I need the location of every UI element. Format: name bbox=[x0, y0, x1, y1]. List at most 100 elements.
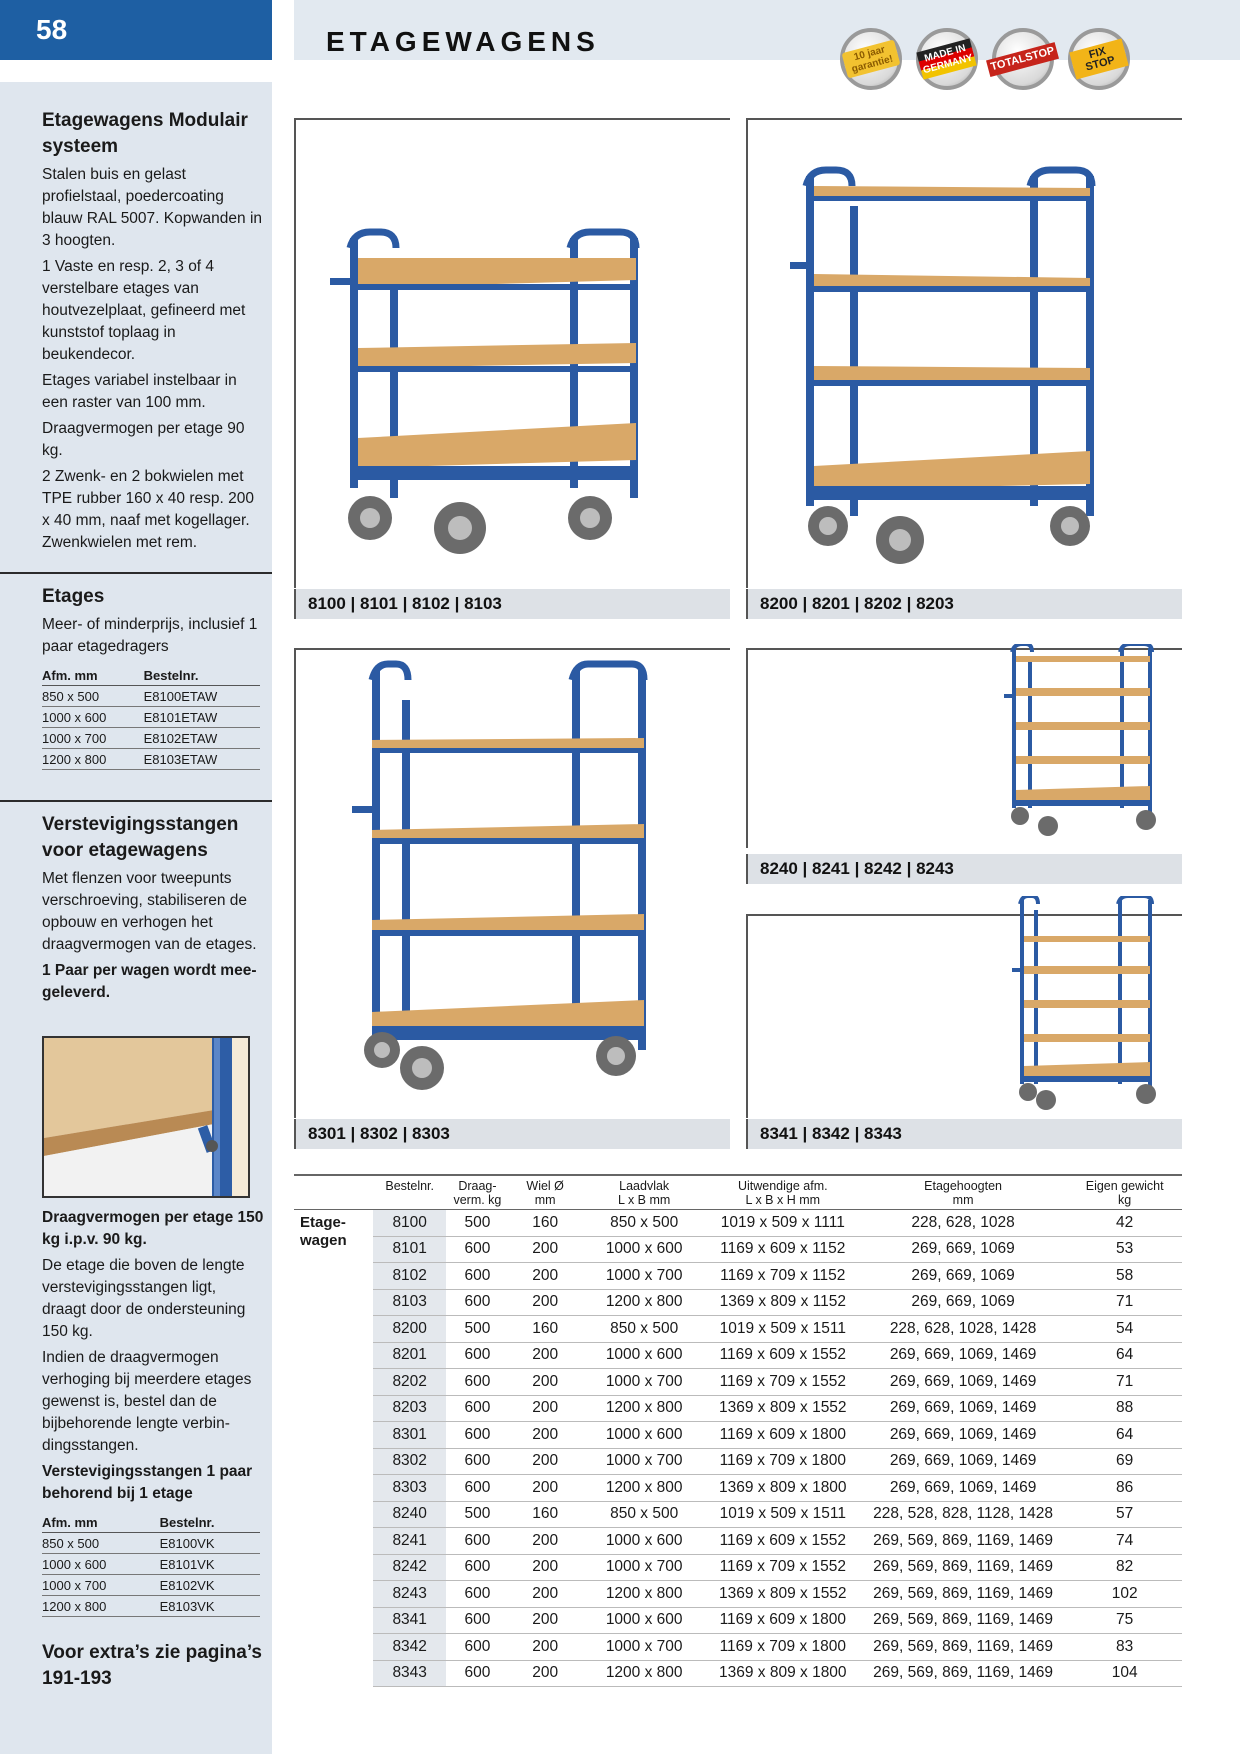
table-cell: 1169 x 709 x 1152 bbox=[706, 1262, 859, 1290]
cart-4-shelf-tall-image bbox=[352, 660, 648, 1090]
table-cell: 1000 x 700 bbox=[581, 1262, 707, 1290]
table-cell: 600 bbox=[446, 1262, 509, 1290]
table-cell: 1000 x 700 bbox=[581, 1368, 707, 1396]
table-cell: 71 bbox=[1067, 1368, 1182, 1396]
table-cell: 200 bbox=[508, 1633, 582, 1661]
table-cell: 1019 x 509 x 1511 bbox=[706, 1315, 859, 1343]
table-cell: 600 bbox=[446, 1554, 509, 1581]
table-cell: 269, 669, 1069, 1469 bbox=[858, 1395, 1068, 1422]
badge-row: 10 jaar garantie! MADE IN GERMANY TOTALS… bbox=[840, 28, 1130, 90]
table-cell: 269, 669, 1069, 1469 bbox=[858, 1421, 1068, 1449]
etages-section: Etages Meer- of minderprijs, inclusief 1… bbox=[42, 584, 264, 770]
table-cell: 200 bbox=[508, 1289, 582, 1316]
order-number-cell: 8241 bbox=[373, 1527, 447, 1555]
table-cell: 200 bbox=[508, 1554, 582, 1581]
table-cell: 1000 x 700 bbox=[581, 1554, 707, 1581]
table-cell: 228, 628, 1028, 1428 bbox=[858, 1315, 1068, 1343]
table-cell: 42 bbox=[1067, 1209, 1182, 1237]
table-cell: 269, 569, 869, 1169, 1469 bbox=[858, 1633, 1068, 1661]
table-cell: 269, 569, 869, 1169, 1469 bbox=[858, 1580, 1068, 1608]
total-stop-badge-icon: TOTALSTOP bbox=[986, 28, 1060, 90]
table-cell: 1169 x 709 x 1552 bbox=[706, 1554, 859, 1581]
table-cell: 269, 669, 1069, 1469 bbox=[858, 1474, 1068, 1502]
table-cell: 200 bbox=[508, 1262, 582, 1290]
intro-heading: Etagewagens Modulair systeem bbox=[42, 110, 248, 157]
table-cell: 1169 x 609 x 1800 bbox=[706, 1421, 859, 1449]
table-cell: 269, 569, 869, 1169, 1469 bbox=[858, 1554, 1068, 1581]
table-cell: 500 bbox=[446, 1209, 509, 1237]
table-cell: 600 bbox=[446, 1527, 509, 1555]
table-cell: 200 bbox=[508, 1448, 582, 1475]
caption-8240: 8240 | 8241 | 8242 | 8243 bbox=[746, 854, 1182, 884]
table-cell: 600 bbox=[446, 1289, 509, 1316]
order-number-cell: 8342 bbox=[373, 1633, 447, 1661]
col-dim: Afm. mm bbox=[42, 1513, 160, 1533]
table-cell: 200 bbox=[508, 1236, 582, 1263]
order-number-cell: 8301 bbox=[373, 1421, 447, 1449]
header-col: Uitwendige afm.L x B x H mm bbox=[706, 1174, 859, 1210]
rods-note: 1 Paar per wagen wordt mee-geleverd. bbox=[42, 962, 257, 1001]
order-number-cell: 8202 bbox=[373, 1368, 447, 1396]
table-cell: 600 bbox=[446, 1342, 509, 1369]
table-cell: 160 bbox=[508, 1209, 582, 1237]
page-number: 58 bbox=[0, 0, 272, 60]
order-number-cell: 8240 bbox=[373, 1500, 447, 1528]
table-cell: 1000 x 600 bbox=[581, 1236, 707, 1263]
table-cell: 200 bbox=[508, 1342, 582, 1369]
table-cell: 1169 x 609 x 1800 bbox=[706, 1606, 859, 1634]
order-number-cell: 8203 bbox=[373, 1395, 447, 1422]
rods-heading: Verstevigingsstangen voor etagewagens bbox=[42, 814, 239, 861]
order-number-cell: 8243 bbox=[373, 1580, 447, 1608]
table-cell: 1000 x 600 bbox=[581, 1342, 707, 1369]
cart-5-shelf-image bbox=[1004, 644, 1156, 836]
order-number-cell: 8103 bbox=[373, 1289, 447, 1316]
caption-8100: 8100 | 8101 | 8102 | 8103 bbox=[294, 589, 730, 619]
cart-4-shelf-image bbox=[790, 166, 1096, 564]
capacity-heading: Draagvermogen per etage 150 kg i.p.v. 90… bbox=[42, 1209, 264, 1248]
order-number-cell: 8302 bbox=[373, 1448, 447, 1475]
table-cell: 269, 569, 869, 1169, 1469 bbox=[858, 1606, 1068, 1634]
table-cell: 1369 x 809 x 1800 bbox=[706, 1660, 859, 1687]
footer-section: Voor extra’s zie pagina’s 191-193 bbox=[42, 1640, 264, 1692]
table-cell: 53 bbox=[1067, 1236, 1182, 1263]
table-cell: 600 bbox=[446, 1448, 509, 1475]
table-cell: 83 bbox=[1067, 1633, 1182, 1661]
table-cell: 500 bbox=[446, 1315, 509, 1343]
intro-text-2: 1 Vaste en resp. 2, 3 of 4 verstelbare e… bbox=[42, 258, 246, 363]
table-cell: 160 bbox=[508, 1500, 582, 1528]
table-cell: 228, 528, 828, 1128, 1428 bbox=[858, 1500, 1068, 1528]
col-order-nr: Bestelnr. bbox=[159, 1513, 260, 1533]
table-cell: 269, 669, 1069, 1469 bbox=[858, 1368, 1068, 1396]
order-number-cell: 8341 bbox=[373, 1606, 447, 1634]
order-number-cell: 8102 bbox=[373, 1262, 447, 1290]
rods-text: Met flenzen voor tweepunts verschroeving… bbox=[42, 870, 257, 953]
table-cell: 1169 x 609 x 1552 bbox=[706, 1527, 859, 1555]
caption-8301: 8301 | 8302 | 8303 bbox=[294, 1119, 730, 1149]
table-cell: 1200 x 800 bbox=[581, 1289, 707, 1316]
header-col: Draag-verm. kg bbox=[446, 1174, 509, 1210]
order-number-cell: 8200 bbox=[373, 1315, 447, 1343]
table-cell: 1369 x 809 x 1552 bbox=[706, 1580, 859, 1608]
col-order-nr: Bestelnr. bbox=[143, 666, 260, 686]
header-label-col bbox=[294, 1174, 374, 1210]
warranty-badge-icon: 10 jaar garantie! bbox=[840, 28, 902, 90]
order-number-cell: 8100 bbox=[373, 1209, 447, 1237]
capacity-text-2: Indien de draagvermogen verhoging bij me… bbox=[42, 1349, 252, 1454]
sidebar bbox=[0, 82, 272, 1754]
table-cell: 104 bbox=[1067, 1660, 1182, 1687]
table-cell: 600 bbox=[446, 1580, 509, 1608]
table-cell: 200 bbox=[508, 1660, 582, 1687]
table-cell: 269, 569, 869, 1169, 1469 bbox=[858, 1660, 1068, 1687]
table-cell: 58 bbox=[1067, 1262, 1182, 1290]
